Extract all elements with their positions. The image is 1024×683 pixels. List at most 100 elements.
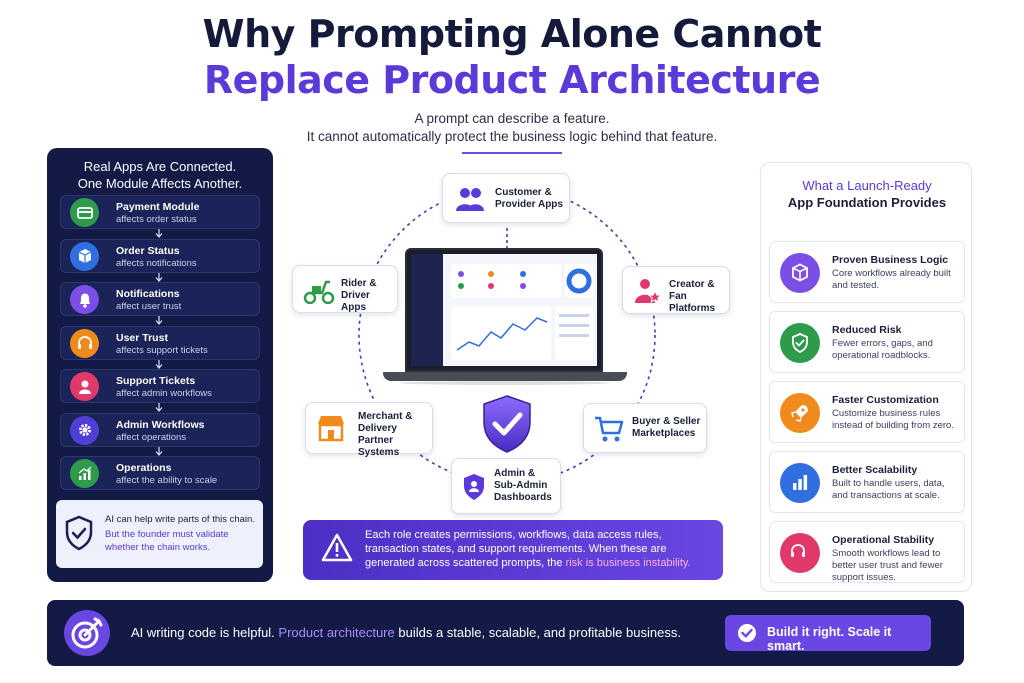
node-label-line1: Rider & bbox=[341, 278, 377, 289]
node-label-line1: Creator & bbox=[669, 279, 715, 290]
build-it-right-button[interactable]: Build it right. Scale it smart. bbox=[725, 615, 931, 653]
module-chain-panel: Real Apps Are Connected. One Module Affe… bbox=[47, 148, 273, 582]
dashboard-preview-graphic bbox=[451, 264, 593, 360]
foundation-benefits-title: What a Launch-Ready App Foundation Provi… bbox=[761, 177, 973, 211]
benefit-desc: Smooth workflows lead to better user tru… bbox=[832, 548, 943, 583]
scooter-icon bbox=[303, 280, 335, 304]
node-customer-provider-apps: Customer & Provider Apps bbox=[442, 173, 570, 223]
bell-icon bbox=[79, 293, 90, 308]
benefit-name: Reduced Risk bbox=[832, 324, 902, 336]
page-title-line2: Replace Product Architecture bbox=[203, 58, 821, 102]
node-label-line1: Buyer & Seller bbox=[632, 416, 701, 427]
chain-icon-wrap bbox=[70, 328, 99, 358]
node-label: Merchant & Delivery Partner Systems bbox=[358, 411, 432, 459]
headset-icon bbox=[791, 544, 805, 557]
chain-item-desc: affect operations bbox=[116, 431, 187, 443]
subtitle-line2: It cannot automatically protect the busi… bbox=[306, 129, 718, 144]
footer-text-a: AI writing code is helpful. bbox=[131, 625, 279, 640]
benefits-title-line2: App Foundation Provides bbox=[787, 195, 947, 210]
node-label: Creator & Fan Platforms bbox=[669, 279, 729, 315]
target-icon bbox=[64, 610, 110, 656]
footer-text-highlight: Product architecture bbox=[278, 625, 395, 640]
node-label-line3: Dashboards bbox=[494, 492, 552, 503]
dashboard-screen bbox=[411, 254, 597, 366]
warning-text-highlight: risk is business instability. bbox=[565, 557, 691, 569]
chain-item-desc: affects support tickets bbox=[116, 344, 208, 356]
node-label: Customer & Provider Apps bbox=[495, 187, 563, 211]
shield-check-icon bbox=[65, 515, 93, 551]
users-icon bbox=[456, 188, 484, 211]
chain-item-name: User Trust bbox=[116, 331, 168, 344]
chain-arrow-icon bbox=[153, 403, 165, 413]
benefit-name: Operational Stability bbox=[832, 534, 935, 546]
node-admin-dashboards: Admin & Sub-Admin Dashboards bbox=[451, 458, 561, 514]
node-label-line1: Admin & bbox=[494, 468, 536, 479]
node-label-line1: Customer & bbox=[495, 187, 552, 198]
founder-note-line1: AI can help write parts of this chain. bbox=[105, 514, 255, 525]
benefit-desc: Core workflows already built and tested. bbox=[832, 268, 951, 291]
module-chain-title-line1: Real Apps Are Connected. bbox=[83, 159, 237, 174]
module-chain-title-line2: One Module Affects Another. bbox=[77, 176, 243, 191]
chain-item-desc: affects notifications bbox=[116, 257, 197, 269]
subtitle-line1: A prompt can describe a feature. bbox=[414, 111, 610, 126]
node-label-line2: Marketplaces bbox=[632, 428, 696, 439]
chain-arrow-icon bbox=[153, 272, 165, 283]
chain-item-name: Operations bbox=[116, 462, 172, 474]
headset-icon bbox=[77, 336, 92, 349]
node-creator-fan-platforms: Creator & Fan Platforms bbox=[622, 266, 730, 314]
chain-item-name: Admin Workflows bbox=[116, 418, 205, 431]
chain-arrow-icon bbox=[153, 316, 165, 326]
footer-banner: AI writing code is helpful. Product arch… bbox=[47, 600, 964, 666]
chain-arrow-icon bbox=[153, 446, 165, 457]
founder-note-line2: But the founder must validate whether th… bbox=[105, 529, 229, 553]
chain-item-name: Support Tickets bbox=[116, 375, 196, 387]
footer-text-b: builds a stable, scalable, and profitabl… bbox=[394, 625, 681, 640]
chain-icon-wrap bbox=[70, 198, 99, 227]
box-icon bbox=[78, 249, 91, 263]
instability-warning: Each role creates permissions, workflows… bbox=[303, 520, 723, 580]
chain-item-desc: affect admin workflows bbox=[116, 388, 212, 399]
chain-icon-wrap bbox=[70, 459, 99, 488]
chain-item-name: Payment Module bbox=[116, 201, 200, 213]
node-label-line2: Delivery Partner bbox=[358, 423, 397, 446]
gear-icon bbox=[78, 424, 91, 436]
benefit-icon-wrap bbox=[780, 463, 820, 503]
laptop-base bbox=[383, 372, 627, 381]
chain-icon-wrap bbox=[70, 372, 99, 401]
node-label-line2: Fan Platforms bbox=[669, 291, 716, 314]
rocket-icon bbox=[791, 405, 808, 422]
chain-icon-wrap bbox=[70, 285, 99, 314]
node-label-line1: Merchant & bbox=[358, 411, 413, 422]
founder-note: AI can help write parts of this chain. B… bbox=[56, 500, 263, 568]
benefit-name: Better Scalability bbox=[832, 464, 918, 476]
cart-icon bbox=[595, 416, 624, 442]
laptop-dashboard bbox=[405, 248, 603, 372]
build-it-right-label: Build it right. Scale it smart. bbox=[767, 625, 892, 653]
node-label-line2: Sub-Admin bbox=[494, 480, 548, 491]
chain-item-desc: affect user trust bbox=[116, 301, 182, 312]
benefits-title-line1: What a Launch-Ready bbox=[802, 178, 932, 193]
foundation-benefits-panel: What a Launch-Ready App Foundation Provi… bbox=[760, 162, 972, 592]
benefit-name: Faster Customization bbox=[832, 394, 939, 406]
module-chain-title: Real Apps Are Connected. One Module Affe… bbox=[55, 158, 265, 192]
admin-shield-icon bbox=[464, 474, 484, 500]
benefit-icon-wrap bbox=[780, 533, 820, 573]
check-circle-icon bbox=[738, 624, 756, 642]
node-label: Buyer & Seller Marketplaces bbox=[632, 416, 700, 440]
benefit-desc: Customize business rules instead of buil… bbox=[832, 408, 954, 431]
footer-message: AI writing code is helpful. Product arch… bbox=[131, 625, 681, 640]
benefit-icon-wrap bbox=[780, 393, 820, 433]
agent-icon bbox=[78, 380, 91, 394]
benefit-desc: Fewer errors, gaps, and operational road… bbox=[832, 338, 933, 361]
warning-text-main: Each role creates permissions, workflows… bbox=[365, 529, 667, 569]
